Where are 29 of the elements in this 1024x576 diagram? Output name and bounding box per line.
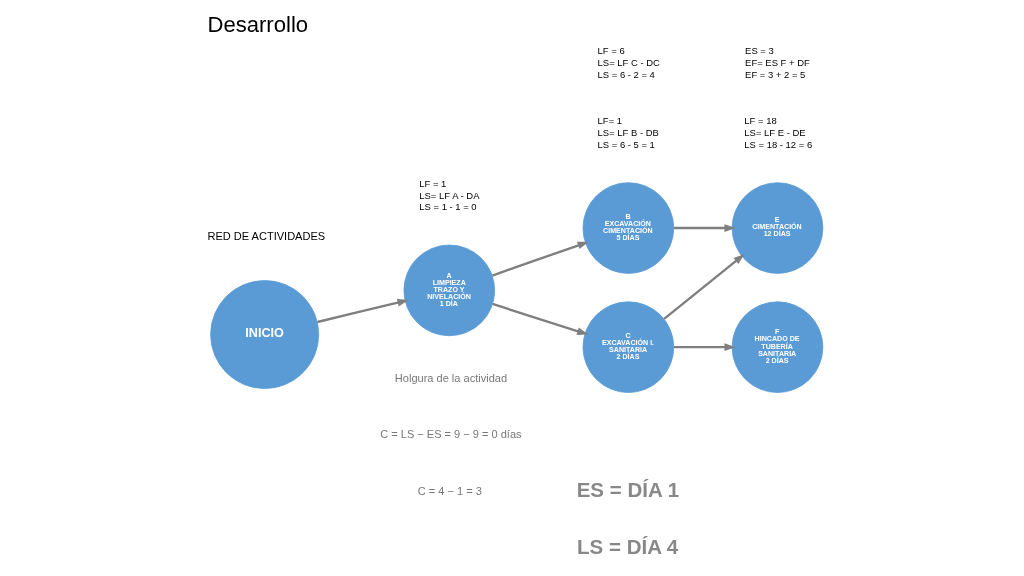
node-label: LS = 18 - 12 = 6	[744, 139, 813, 151]
node-label: LF= 1	[597, 115, 623, 127]
node-label: LS= LF C - DC	[597, 56, 660, 68]
arrow	[673, 224, 736, 232]
arrow	[317, 298, 409, 324]
label: ES = DÍA 1	[576, 477, 680, 501]
node-label: LF = 6	[597, 45, 625, 57]
node-label: LS = 6 - 2 = 4	[597, 68, 655, 80]
node-circle: INICIO	[210, 280, 320, 389]
node-label: LS= LF A - DA	[419, 189, 480, 201]
label: Holgura de la actividad	[394, 371, 508, 384]
node-label: LF = 1	[419, 177, 447, 189]
arrow	[673, 343, 736, 352]
node-label: LS = 6 - 5 = 1	[597, 139, 655, 151]
node-label: ES = 3	[745, 45, 774, 57]
label: C = LS − ES = 9 − 9 = 0 días	[380, 428, 522, 441]
node-label: EF= ES F + DF	[745, 56, 810, 68]
arrow	[492, 302, 589, 335]
label: LS = DÍA 4	[577, 535, 679, 559]
node-label: LF = 18	[744, 115, 777, 127]
node-label: EF = 3 + 2 = 5	[745, 68, 806, 80]
label: C = 4 − 1 = 3	[417, 485, 482, 498]
arrow	[663, 254, 745, 320]
arrow	[491, 241, 589, 277]
diagram-title: Desarrollo	[207, 12, 309, 38]
node-label: LS= LF E - DE	[744, 127, 806, 139]
label: RED DE ACTIVIDADES	[207, 230, 326, 243]
node-label: LS= LF B - DB	[597, 127, 659, 139]
node-label: LS = 1 - 1 = 0	[419, 201, 477, 213]
